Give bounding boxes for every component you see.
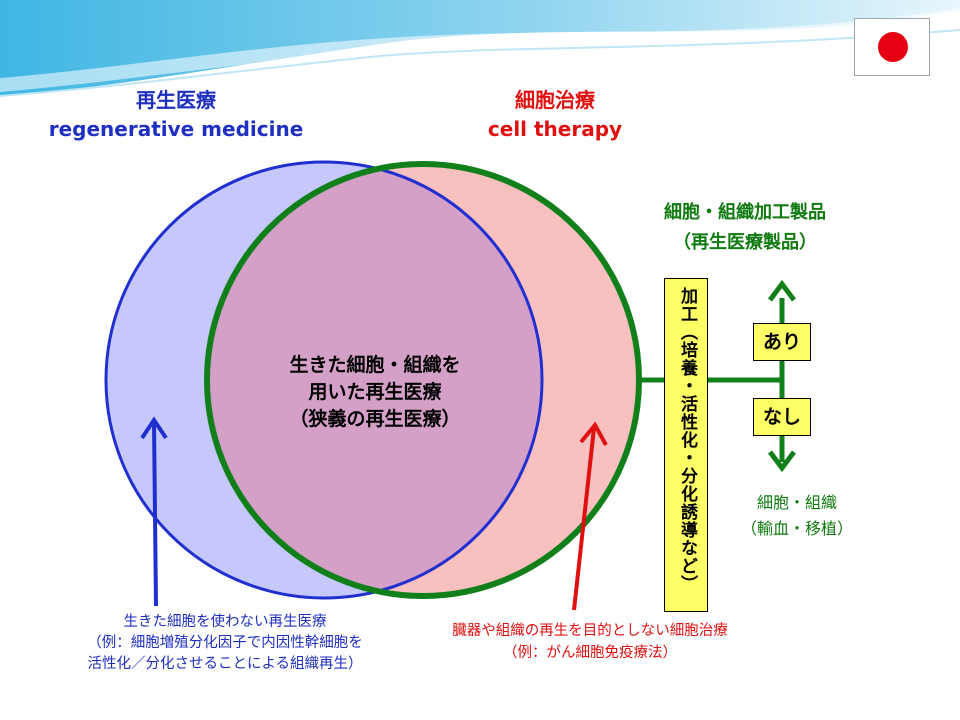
blue-note: 生きた細胞を使わない再生医療 （例：細胞増殖分化因子で内因性幹細胞を 活性化／分… bbox=[30, 612, 420, 675]
cells-tissue-line1: 細胞・組織 bbox=[756, 493, 837, 512]
regen-title-en: regenerative medicine bbox=[48, 117, 304, 141]
blue-note-line1: 生きた細胞を使わない再生医療 bbox=[123, 614, 327, 630]
no-box: なし bbox=[753, 398, 811, 436]
cell-title-ja: 細胞治療 bbox=[515, 88, 595, 112]
overlap-label-line1: 生きた細胞・組織を bbox=[289, 354, 461, 376]
product-title-line1: 細胞・組織加工製品 bbox=[664, 202, 826, 223]
processing-box: 加工（培養・活性化・分化誘導など） bbox=[664, 278, 708, 612]
regen-circle-outline bbox=[207, 164, 544, 596]
overlap-label-line2: 用いた再生医療 bbox=[308, 381, 442, 403]
red-arrow bbox=[572, 427, 596, 611]
product-title: 細胞・組織加工製品 （再生医療製品） bbox=[620, 198, 870, 258]
red-note: 臓器や組織の再生を目的としない細胞治療 （例：がん細胞免疫療法） bbox=[400, 620, 780, 664]
overlap-label-line3: （狭義の再生医療） bbox=[289, 408, 461, 430]
rising-sun-disc bbox=[878, 32, 908, 62]
blue-note-line3: 活性化／分化させることによる組織再生） bbox=[87, 656, 363, 672]
japan-flag-icon bbox=[854, 18, 930, 76]
red-note-line2: （例：がん細胞免疫療法） bbox=[503, 645, 677, 661]
product-title-line2: （再生医療製品） bbox=[673, 232, 817, 253]
blue-note-line2: （例：細胞増殖分化因子で内因性幹細胞を bbox=[87, 635, 363, 651]
header-wave bbox=[0, 0, 960, 97]
cell-title-en: cell therapy bbox=[487, 117, 623, 141]
regen-title: 再生医療 regenerative medicine bbox=[40, 86, 312, 144]
regen-title-ja: 再生医療 bbox=[136, 88, 216, 112]
arrow-up-head bbox=[768, 279, 796, 302]
blue-arrow bbox=[152, 421, 158, 607]
cells-tissue-line2: （輸血・移植） bbox=[740, 519, 853, 538]
red-arrow-head bbox=[579, 421, 608, 446]
yes-box: あり bbox=[753, 323, 811, 361]
overlap-label: 生きた細胞・組織を 用いた再生医療 （狭義の再生医療） bbox=[240, 352, 510, 433]
red-note-line1: 臓器や組織の再生を目的としない細胞治療 bbox=[452, 623, 728, 639]
cells-tissue-label: 細胞・組織 （輸血・移植） bbox=[722, 490, 872, 542]
blue-arrow-head bbox=[140, 416, 168, 440]
arrow-down-head bbox=[768, 450, 796, 473]
processing-label: 加工（培養・活性化・分化誘導など） bbox=[677, 287, 697, 593]
cell-therapy-title: 細胞治療 cell therapy bbox=[470, 86, 640, 144]
